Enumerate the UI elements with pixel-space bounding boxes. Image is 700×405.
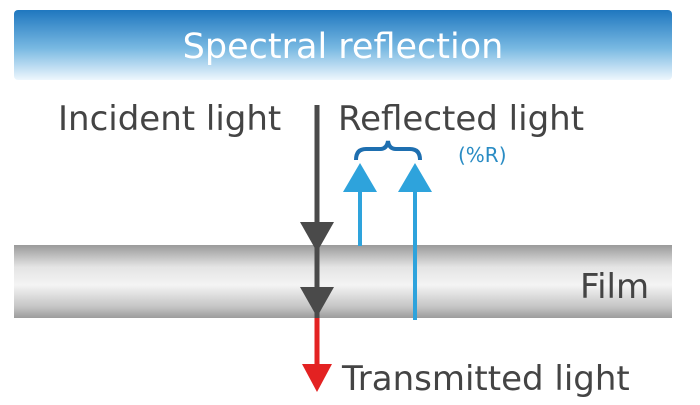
film-label: Film [580,267,649,307]
film-layer [14,245,672,318]
arrowhead-up-icon [398,163,432,192]
percent-r-label: (%R) [458,143,507,167]
arrowhead-down-icon [302,364,332,392]
transmitted-arrow [302,318,332,392]
transmitted-light-label: Transmitted light [341,359,630,399]
reflected-light-label: Reflected light [338,99,584,139]
title-banner [14,10,672,80]
arrowhead-up-icon [343,163,377,192]
title: Spectral reflection [183,27,504,67]
reflected-arrows [343,140,432,320]
brace-icon [354,140,422,161]
arrowhead-down-icon [300,287,334,317]
incident-light-label: Incident light [58,99,281,139]
arrowhead-down-icon [300,222,334,252]
incident-arrow [300,105,334,318]
